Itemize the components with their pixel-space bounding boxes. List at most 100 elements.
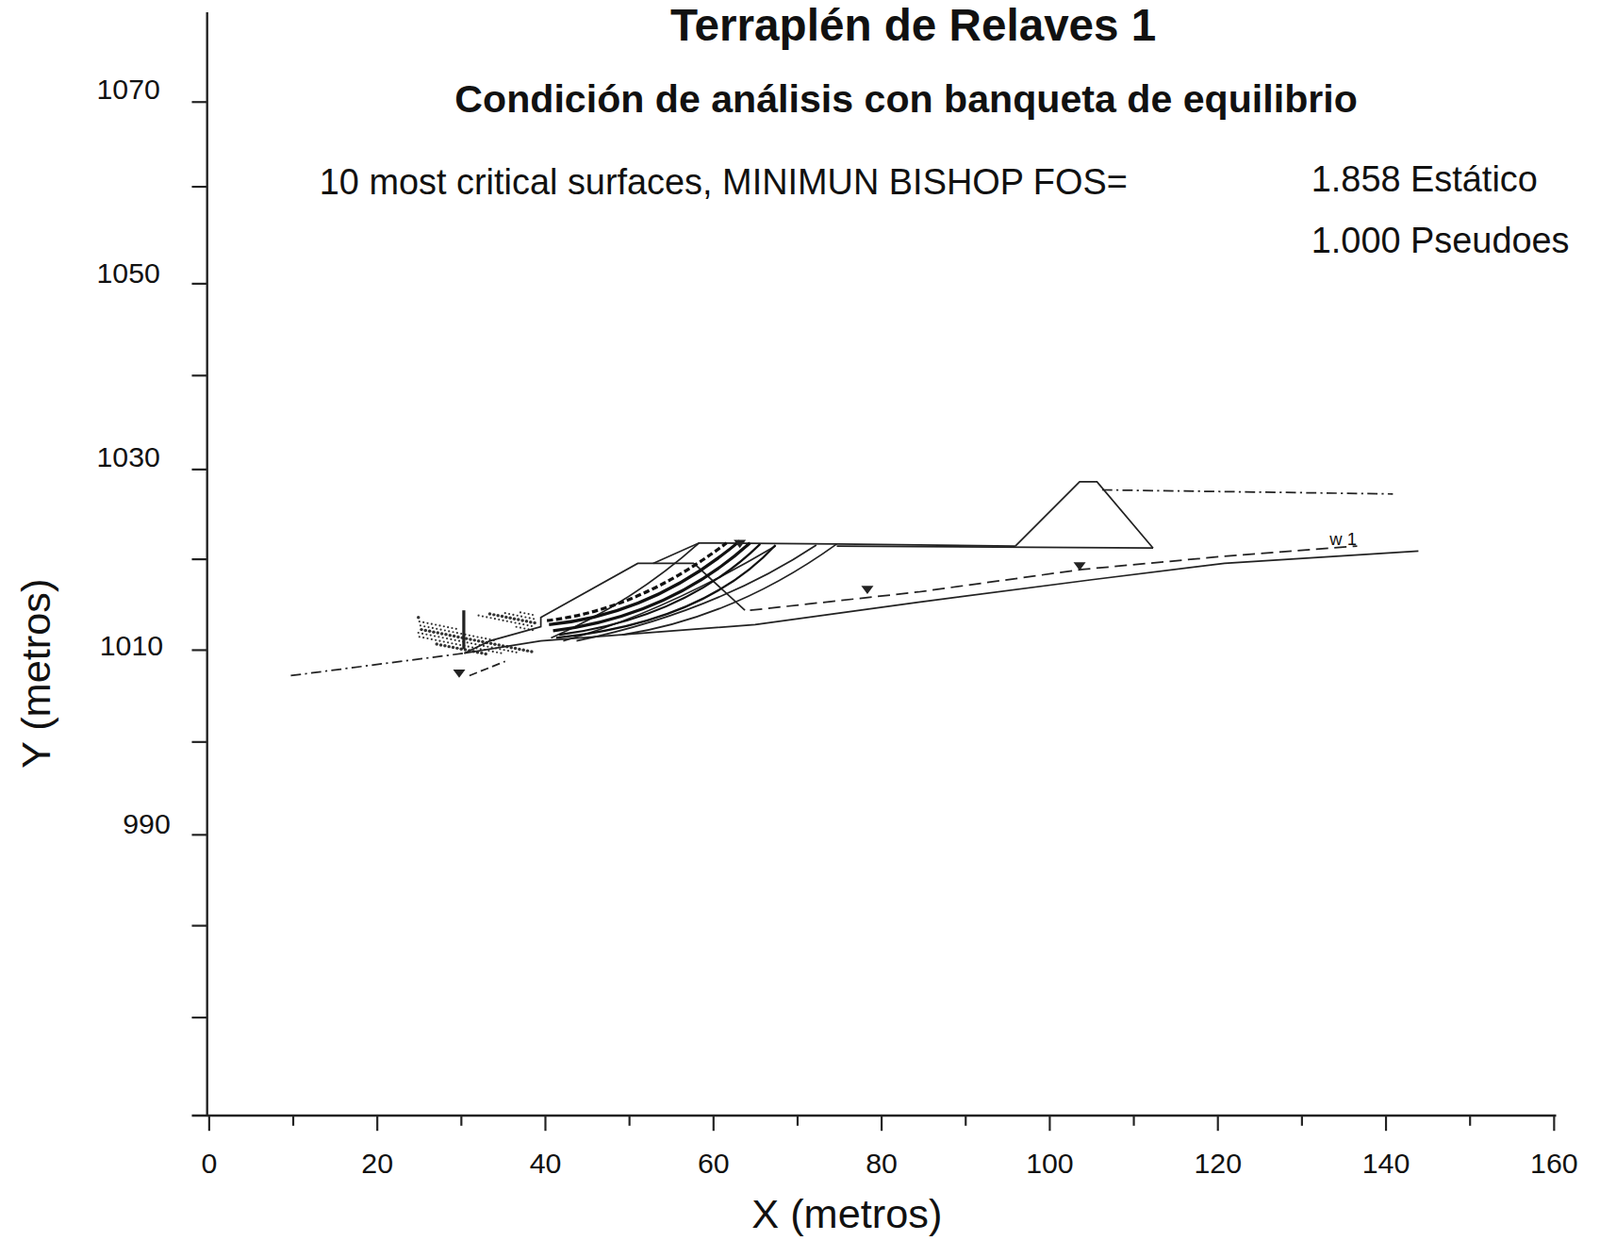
x-tick-label: 40 xyxy=(529,1147,562,1181)
stipple-dot xyxy=(472,635,475,638)
stipple-dot xyxy=(480,636,483,639)
tick xyxy=(460,1115,462,1126)
stipple-dot xyxy=(439,628,442,631)
x-tick-label: 80 xyxy=(865,1147,898,1181)
x-tick-label: 60 xyxy=(697,1147,730,1181)
stipple-dot xyxy=(527,612,530,615)
stipple-dot xyxy=(425,633,428,636)
stipple-dot xyxy=(492,612,495,616)
x-tick-label: 20 xyxy=(361,1147,394,1181)
stipple-dot xyxy=(476,635,479,638)
stipple-dot xyxy=(444,628,446,631)
failure-surfaces xyxy=(546,541,776,639)
tick xyxy=(208,1115,211,1131)
stipple-dot xyxy=(442,636,445,639)
stipple-dot xyxy=(436,630,440,634)
stipple-dot xyxy=(455,627,458,630)
stipple-dot xyxy=(468,637,472,641)
stipple-dot xyxy=(477,639,480,643)
tick xyxy=(191,282,207,285)
stipple-dot xyxy=(489,642,493,645)
stipple-dot xyxy=(479,651,483,655)
stipple-dot xyxy=(427,626,429,628)
fos-note: 10 most critical surfaces, MINIMUN BISHO… xyxy=(319,161,1128,203)
stipple-dot xyxy=(515,651,518,654)
stipple-dot xyxy=(508,616,512,620)
stipple-dot xyxy=(451,645,455,649)
stipple-dot xyxy=(519,626,522,629)
stipple-dot xyxy=(438,640,441,643)
stipple-dot xyxy=(474,643,477,645)
stipple-dot xyxy=(488,611,492,615)
stipple-dot xyxy=(523,626,526,629)
stipple-dot xyxy=(455,646,459,650)
stipple-dot xyxy=(416,615,420,619)
stipple-dot xyxy=(493,642,496,645)
stipple-dot xyxy=(512,616,516,620)
stipple-dot xyxy=(445,637,448,640)
axis-title: X (metros) xyxy=(751,1189,942,1238)
stipple-dot xyxy=(448,633,452,637)
chart-subtitle: Condición de análisis con banqueta de eq… xyxy=(454,77,1357,122)
stipple-dot xyxy=(429,634,432,637)
stipple-dot xyxy=(511,650,513,653)
stipple-dot xyxy=(446,626,449,628)
tick xyxy=(191,374,207,377)
stipple-dot xyxy=(532,621,536,625)
stipple-dot xyxy=(499,652,502,655)
stipple-dot xyxy=(523,611,526,614)
stipple-dot xyxy=(424,628,428,632)
stipple-dot xyxy=(526,648,529,652)
stipple-dot xyxy=(528,620,532,624)
stipple-dot xyxy=(417,631,420,634)
tick xyxy=(1132,1115,1135,1126)
stipple-dot xyxy=(503,648,506,651)
stipple-dot xyxy=(431,626,434,629)
water-label: w 1 xyxy=(1329,529,1357,550)
x-tick-label: 160 xyxy=(1530,1147,1579,1181)
stipple-dot xyxy=(529,649,533,653)
chart-title: Terraplén de Relaves 1 xyxy=(670,0,1156,52)
stipple-dot xyxy=(450,642,453,644)
stipple-dot xyxy=(449,638,452,641)
fos-value: 1.858 Estático xyxy=(1311,159,1538,201)
stipple-dot xyxy=(443,640,446,643)
stipple-dot xyxy=(418,620,421,623)
y-tick-label: 1050 xyxy=(96,257,160,291)
stipple-dot xyxy=(483,652,487,656)
stipple-dot xyxy=(525,619,528,623)
y-tick-label: 1070 xyxy=(96,73,160,107)
tick xyxy=(191,648,207,651)
stipple-dot xyxy=(513,621,516,624)
stipple-dot xyxy=(504,611,507,614)
stipple-dot xyxy=(484,637,487,640)
stipple-dot xyxy=(494,617,496,620)
stipple-dot xyxy=(452,634,456,638)
stipple-dot xyxy=(521,648,525,652)
tick xyxy=(191,924,207,927)
stipple-dot xyxy=(419,624,422,627)
stipple-dot xyxy=(440,631,444,635)
stipple-dot xyxy=(456,635,460,639)
stipple-dot xyxy=(444,632,447,636)
stipple-dot xyxy=(470,642,473,644)
water-table xyxy=(749,545,1357,611)
stipple-dot xyxy=(447,629,450,632)
stipple-dot xyxy=(468,634,471,637)
embankment xyxy=(463,481,1393,654)
tick xyxy=(712,1115,715,1131)
stipple-dot xyxy=(497,643,501,646)
stipple-dot xyxy=(495,613,499,617)
stipple-dot xyxy=(466,641,469,644)
stipple-dot xyxy=(517,647,521,651)
stipple-dot xyxy=(426,637,429,640)
tick xyxy=(1552,1115,1555,1131)
stipple-dot xyxy=(530,625,533,627)
ground-line xyxy=(290,550,1419,676)
stipple-dot xyxy=(516,614,519,617)
stipple-dot xyxy=(473,638,477,642)
tick xyxy=(1217,1115,1220,1131)
stipple-dot xyxy=(460,632,462,635)
stipple-dot xyxy=(454,639,457,642)
